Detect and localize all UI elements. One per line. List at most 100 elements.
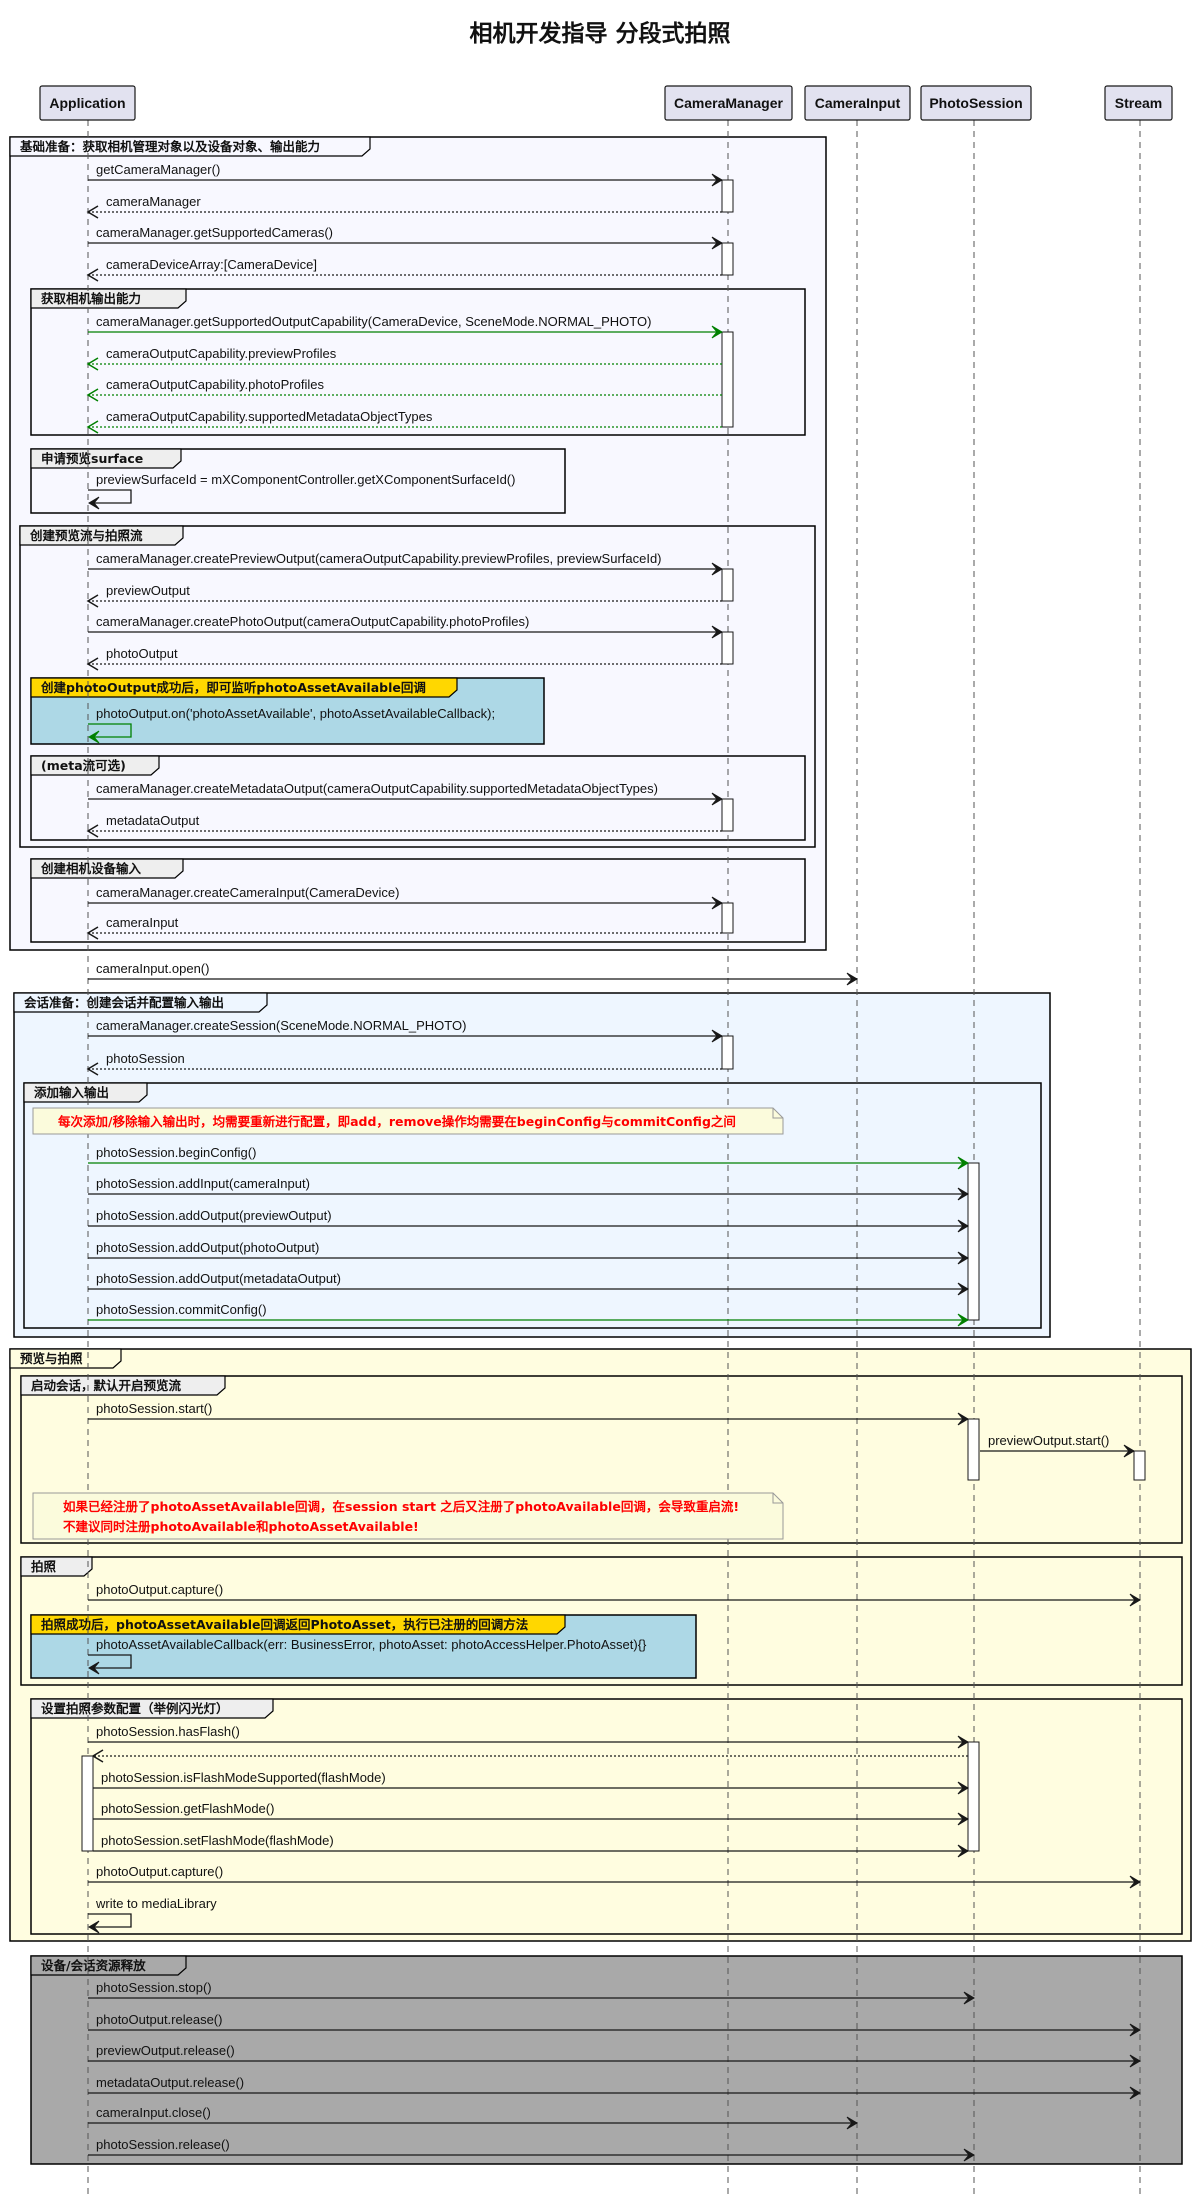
message-32[interactable] bbox=[91, 1749, 968, 1763]
message-4[interactable]: cameraManager.getSupportedOutputCapabili… bbox=[88, 314, 723, 339]
arrowhead bbox=[1129, 2054, 1141, 2068]
message-39[interactable]: photoOutput.release() bbox=[88, 2012, 1141, 2037]
arrowhead bbox=[957, 1313, 969, 1327]
frame-tab bbox=[9, 136, 371, 157]
arrowhead bbox=[957, 1187, 969, 1201]
message-label: cameraManager bbox=[106, 194, 201, 209]
message-42[interactable]: cameraInput.close() bbox=[88, 2105, 858, 2130]
message-label: photoOutput bbox=[106, 646, 178, 661]
activation-bar-cm bbox=[721, 902, 734, 934]
message-30[interactable]: photoAssetAvailableCallback(err: Busines… bbox=[88, 1637, 647, 1675]
message-35[interactable]: photoSession.setFlashMode(flashMode) bbox=[93, 1833, 969, 1858]
message-label: photoSession bbox=[106, 1051, 185, 1066]
note-text: 每次添加/移除输入输出时，均需要重新进行配置，即add，remove操作均需要在… bbox=[58, 1114, 736, 1129]
participant-st[interactable]: Stream bbox=[1104, 85, 1173, 121]
message-12[interactable]: photoOutput bbox=[86, 646, 722, 671]
message-22[interactable]: photoSession.addInput(cameraInput) bbox=[88, 1176, 969, 1201]
arrowhead bbox=[86, 388, 99, 402]
message-37[interactable]: write to mediaLibrary bbox=[88, 1896, 217, 1934]
frame-label: 拍照 bbox=[31, 1559, 57, 1574]
participant-name: CameraManager bbox=[674, 95, 783, 111]
message-18[interactable]: cameraInput.open() bbox=[88, 961, 858, 986]
frame-label: (meta流可选) bbox=[41, 758, 126, 773]
message-10[interactable]: previewOutput bbox=[86, 583, 722, 608]
participant-box bbox=[39, 85, 136, 121]
message-label: photoSession.release() bbox=[96, 2137, 230, 2152]
message-14[interactable]: cameraManager.createMetadataOutput(camer… bbox=[88, 781, 723, 806]
message-17[interactable]: cameraInput bbox=[86, 915, 722, 940]
arrowhead bbox=[963, 1991, 975, 2005]
message-38[interactable]: photoSession.stop() bbox=[88, 1980, 975, 2005]
message-label: cameraOutputCapability.previewProfiles bbox=[106, 346, 337, 361]
message-1[interactable]: cameraManager bbox=[86, 194, 722, 219]
message-label: cameraManager.createPhotoOutput(cameraOu… bbox=[96, 614, 529, 629]
arrowhead bbox=[846, 2116, 858, 2130]
message-label: photoSession.isFlashModeSupported(flashM… bbox=[101, 1770, 386, 1785]
frame-label: 会话准备：创建会话并配置输入输出 bbox=[24, 995, 224, 1010]
message-21[interactable]: photoSession.beginConfig() bbox=[88, 1145, 969, 1170]
message-2[interactable]: cameraManager.getSupportedCameras() bbox=[88, 225, 723, 250]
message-15[interactable]: metadataOutput bbox=[86, 813, 722, 838]
message-3[interactable]: cameraDeviceArray:[CameraDevice] bbox=[86, 257, 722, 282]
participant-name: Stream bbox=[1115, 95, 1162, 111]
message-6[interactable]: cameraOutputCapability.photoProfiles bbox=[86, 377, 722, 402]
message-label: photoAssetAvailableCallback(err: Busines… bbox=[96, 1637, 647, 1652]
message-label: cameraOutputCapability.photoProfiles bbox=[106, 377, 324, 392]
arrowhead bbox=[86, 594, 99, 608]
message-27[interactable]: photoSession.start() bbox=[88, 1401, 969, 1426]
message-8[interactable]: previewSurfaceId = mXComponentController… bbox=[88, 472, 515, 510]
self-arrow bbox=[88, 489, 132, 504]
frame-8: 添加输入输出 bbox=[23, 1082, 1042, 1329]
arrowhead bbox=[86, 657, 99, 671]
self-arrow bbox=[88, 723, 132, 738]
participant-cm[interactable]: CameraManager bbox=[664, 85, 793, 121]
message-24[interactable]: photoSession.addOutput(photoOutput) bbox=[88, 1240, 969, 1265]
message-26[interactable]: photoSession.commitConfig() bbox=[88, 1302, 969, 1327]
frame-12: 拍照成功后，photoAssetAvailable回调返回PhotoAsset，… bbox=[30, 1614, 697, 1679]
frame-border bbox=[30, 1955, 1183, 2165]
message-11[interactable]: cameraManager.createPhotoOutput(cameraOu… bbox=[88, 614, 723, 639]
message-16[interactable]: cameraManager.createCameraInput(CameraDe… bbox=[88, 885, 723, 910]
participant-ci[interactable]: CameraInput bbox=[804, 85, 911, 121]
activation-bar-cm bbox=[721, 631, 734, 665]
message-36[interactable]: photoOutput.capture() bbox=[88, 1864, 1141, 1889]
message-40[interactable]: previewOutput.release() bbox=[88, 2043, 1141, 2068]
message-31[interactable]: photoSession.hasFlash() bbox=[88, 1724, 969, 1749]
activation-bar-cm bbox=[721, 1035, 734, 1070]
message-25[interactable]: photoSession.addOutput(metadataOutput) bbox=[88, 1271, 969, 1296]
message-label: photoSession.getFlashMode() bbox=[101, 1801, 274, 1816]
message-19[interactable]: cameraManager.createSession(SceneMode.NO… bbox=[88, 1018, 723, 1043]
message-28[interactable]: previewOutput.start() bbox=[980, 1433, 1135, 1458]
participant-app[interactable]: Application bbox=[39, 85, 136, 121]
frame-label: 创建预览流与拍照流 bbox=[29, 528, 143, 543]
arrowhead bbox=[86, 268, 99, 282]
frame-tab bbox=[30, 1955, 187, 1976]
message-label: photoSession.addOutput(previewOutput) bbox=[96, 1208, 332, 1223]
message-29[interactable]: photoOutput.capture() bbox=[88, 1582, 1141, 1607]
arrowhead bbox=[711, 1029, 723, 1043]
participant-ps[interactable]: PhotoSession bbox=[920, 85, 1032, 121]
message-33[interactable]: photoSession.isFlashModeSupported(flashM… bbox=[93, 1770, 969, 1795]
message-label: photoSession.stop() bbox=[96, 1980, 212, 1995]
message-23[interactable]: photoSession.addOutput(previewOutput) bbox=[88, 1208, 969, 1233]
frame-tab bbox=[30, 755, 160, 776]
message-label: photoSession.addOutput(metadataOutput) bbox=[96, 1271, 341, 1286]
frame-tab bbox=[19, 525, 184, 546]
note-fold bbox=[772, 1493, 783, 1504]
message-5[interactable]: cameraOutputCapability.previewProfiles bbox=[86, 346, 722, 371]
message-34[interactable]: photoSession.getFlashMode() bbox=[93, 1801, 969, 1826]
message-13[interactable]: photoOutput.on('photoAssetAvailable', ph… bbox=[88, 706, 495, 744]
arrowhead bbox=[711, 236, 723, 250]
arrowhead bbox=[88, 496, 100, 510]
note-text: 不建议同时注册photoAvailable和photoAssetAvailabl… bbox=[63, 1519, 419, 1534]
message-43[interactable]: photoSession.release() bbox=[88, 2137, 975, 2162]
arrowhead bbox=[86, 420, 99, 434]
arrowhead bbox=[711, 173, 723, 187]
arrowhead bbox=[711, 562, 723, 576]
activation-bar-cm bbox=[721, 179, 734, 213]
message-0[interactable]: getCameraManager() bbox=[88, 162, 723, 187]
message-7[interactable]: cameraOutputCapability.supportedMetadata… bbox=[86, 409, 722, 434]
message-9[interactable]: cameraManager.createPreviewOutput(camera… bbox=[88, 551, 723, 576]
message-20[interactable]: photoSession bbox=[86, 1051, 722, 1076]
message-41[interactable]: metadataOutput.release() bbox=[88, 2075, 1141, 2100]
